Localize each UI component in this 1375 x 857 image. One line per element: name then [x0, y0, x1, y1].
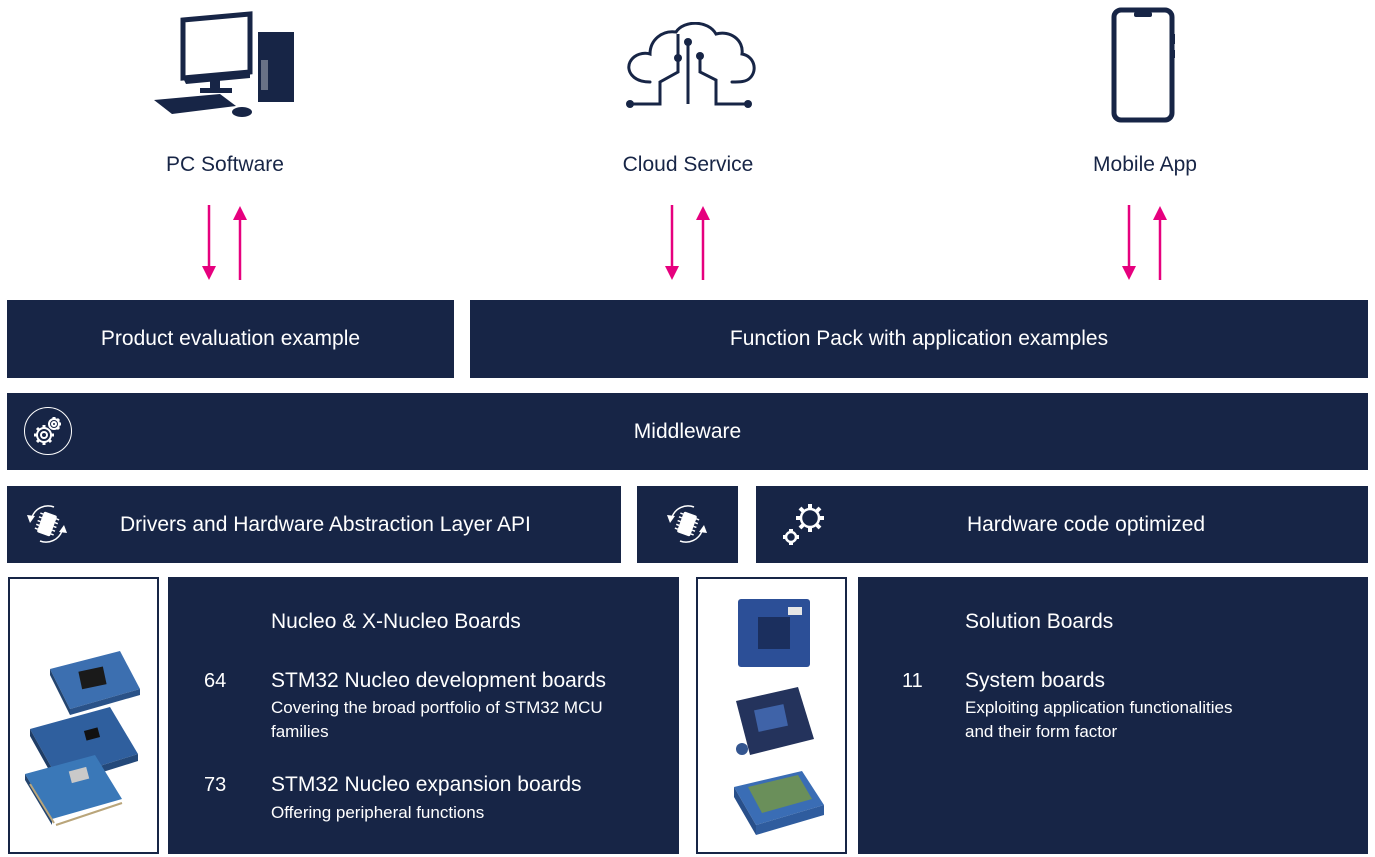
function-pack-bar: Function Pack with application examples	[470, 300, 1368, 378]
nucleo-exp-desc: Offering peripheral functions	[271, 803, 485, 822]
nucleo-panel: Nucleo & X-Nucleo Boards 64 STM32 Nucleo…	[168, 577, 679, 854]
function-pack-label: Function Pack with application examples	[729, 327, 1109, 350]
nucleo-dev-title: STM32 Nucleo development boards	[271, 669, 607, 692]
drivers-hal-label: Drivers and Hardware Abstraction Layer A…	[120, 513, 531, 536]
pc-software-label: PC Software	[166, 153, 284, 176]
nucleo-dev-desc-line2: families	[271, 722, 329, 741]
nucleo-dev-count: 64	[204, 670, 227, 692]
system-boards-desc-line2: and their form factor	[965, 722, 1118, 741]
nucleo-dev-desc-line1: Covering the broad portfolio of STM32 MC…	[271, 698, 603, 717]
nucleo-exp-count: 73	[204, 774, 227, 796]
gears-icon	[24, 407, 72, 455]
system-boards-desc-line1: Exploiting application functionalities	[965, 698, 1233, 717]
pc-software-icon	[150, 10, 300, 125]
solution-boards-image	[696, 577, 847, 854]
nucleo-exp-title: STM32 Nucleo expansion boards	[271, 773, 582, 796]
chip-cycle-icon	[662, 499, 712, 549]
nucleo-boards-image	[8, 577, 159, 854]
solution-title: Solution Boards	[965, 610, 1114, 633]
hardware-optimized-bar: Hardware code optimized	[756, 486, 1368, 563]
mobile-app-icon	[1110, 6, 1180, 124]
cloud-service-icon	[620, 21, 760, 117]
system-boards-title: System boards	[965, 669, 1106, 692]
middleware-label: Middleware	[633, 420, 742, 443]
system-boards-count: 11	[902, 670, 923, 692]
gears-icon	[776, 498, 830, 552]
solution-panel: Solution Boards 11 System boards Exploit…	[858, 577, 1368, 854]
nucleo-title: Nucleo & X-Nucleo Boards	[271, 610, 521, 633]
drivers-hal-bar: Drivers and Hardware Abstraction Layer A…	[7, 486, 621, 563]
cloud-service-label: Cloud Service	[622, 153, 754, 176]
chip-icon-box	[637, 486, 738, 563]
product-evaluation-label: Product evaluation example	[100, 327, 361, 350]
middleware-bar: Middleware	[7, 393, 1368, 470]
mobile-app-label: Mobile App	[1093, 153, 1197, 176]
chip-cycle-icon	[22, 499, 72, 549]
product-evaluation-bar: Product evaluation example	[7, 300, 454, 378]
hardware-optimized-label: Hardware code optimized	[966, 513, 1206, 536]
